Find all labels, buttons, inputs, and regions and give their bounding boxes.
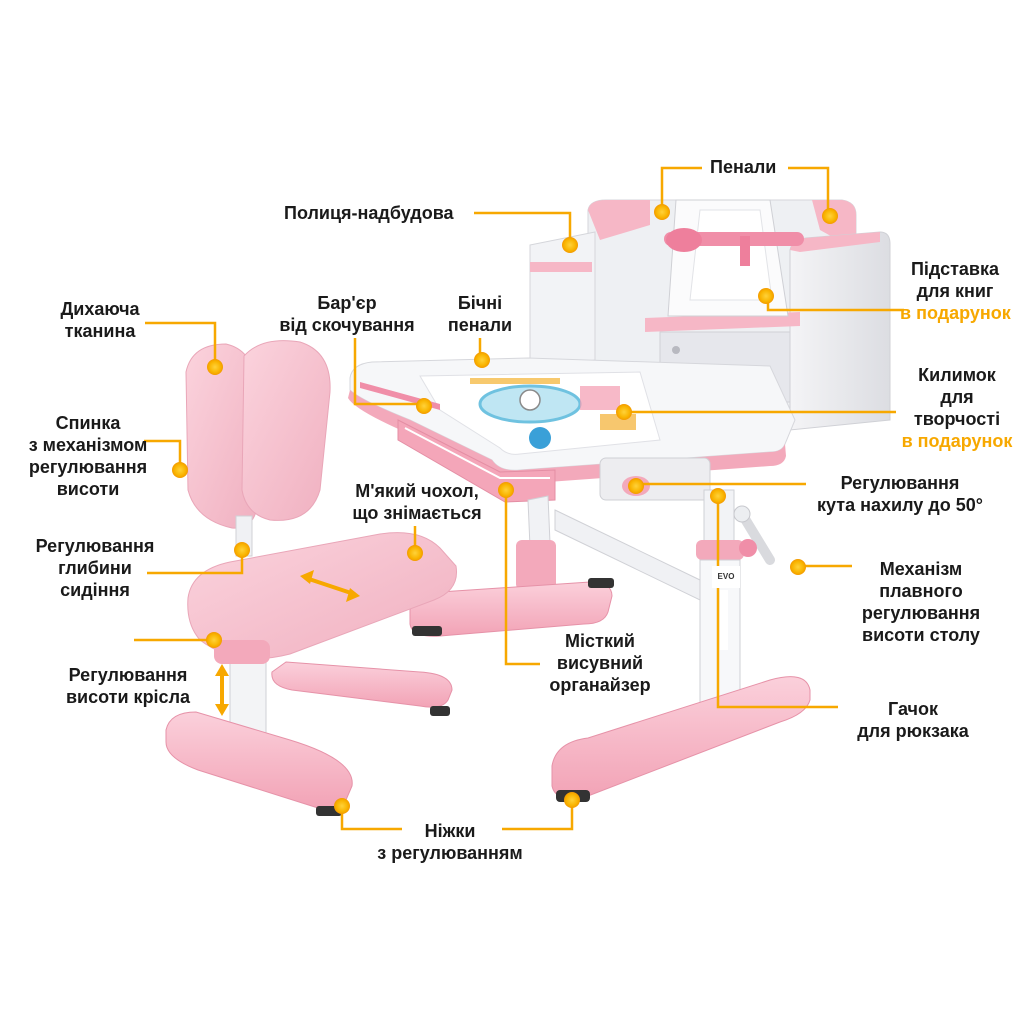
middle-shelf: [645, 312, 800, 332]
line-shelf: [474, 211, 572, 244]
label-breathing-fabric: Дихаюча тканина: [60, 299, 140, 341]
label-tilt-adjust: Регулювання кута нахилу до 50°: [817, 473, 983, 515]
label-seat-depth: Регулювання глибини сидіння: [35, 536, 155, 600]
mat-planet: [529, 427, 551, 449]
dot-seat-depth: [234, 542, 250, 558]
dot-side-cases: [474, 352, 490, 368]
dot-hook: [710, 488, 726, 504]
dot-legs-left: [334, 798, 350, 814]
dot-chair-height: [206, 632, 222, 648]
chair-front-foot: [165, 711, 353, 810]
callout-dots: [172, 204, 838, 814]
cubby-knob: [672, 346, 680, 354]
hutch-pink-edge: [588, 200, 650, 240]
seat-depth-arrow-icon: [300, 570, 360, 602]
organizer-edge: [404, 427, 550, 479]
label-creative-mat: Килимок для творчості в подарунок: [898, 364, 1016, 452]
dot-pencil-right: [822, 208, 838, 224]
line-backrest: [144, 439, 182, 468]
tilt-mechanism: [599, 457, 711, 501]
dot-breathing: [207, 359, 223, 375]
book-stand-clip-left: [666, 228, 702, 252]
line-pencil-cases-right: [788, 166, 830, 214]
label-height-mechanism: Механізм плавного регулювання висоти сто…: [861, 559, 981, 645]
dot-legs-right: [564, 792, 580, 808]
line-barrier: [353, 338, 424, 406]
line-legs-right: [502, 800, 574, 831]
dot-height-mech: [790, 559, 806, 575]
dot-mat: [616, 404, 632, 420]
desk-left-leg-cover: [516, 540, 556, 590]
line-organizer: [504, 490, 540, 666]
dot-book-stand: [758, 288, 774, 304]
height-scale: [720, 590, 728, 650]
crank-handle: [737, 509, 775, 565]
left-shelf-board: [530, 262, 592, 272]
label-shelf-top: Полиця-надбудова: [284, 203, 454, 223]
book-stand-pages: [689, 209, 773, 301]
gift-badge-book-stand: в подарунок: [900, 303, 1011, 323]
label-book-stand: Підставка для книг в подарунок: [900, 259, 1011, 323]
right-panel-pink-top: [790, 232, 880, 252]
desk-left-foot-pad-1: [412, 626, 442, 636]
mat-character: [519, 389, 541, 411]
dot-organizer: [498, 482, 514, 498]
left-shelf-side: [529, 231, 596, 371]
mat-stripe-1: [470, 378, 560, 384]
line-breathing: [145, 321, 217, 366]
label-hook: Гачок для рюкзака: [857, 699, 969, 741]
line-pencil-cases-left: [660, 166, 702, 210]
dot-barrier: [416, 398, 432, 414]
dot-pencil-left: [654, 204, 670, 220]
label-removable-cover: М'який чохол, що знімається: [352, 481, 482, 523]
label-pencil-cases: Пенали: [710, 157, 777, 177]
label-backrest: Спинка з механізмом регулювання висоти: [28, 413, 148, 499]
label-side-cases: Бічні пенали: [447, 293, 513, 335]
mat-figure: [580, 386, 620, 410]
label-chair-height: Регулювання висоти крісла: [65, 665, 191, 707]
dot-cover: [407, 545, 423, 561]
gift-badge-mat: в подарунок: [901, 431, 1013, 451]
desk-right-leg-collar: [696, 540, 744, 560]
chair-height-arrow-icon: [215, 664, 229, 716]
right-side-panel: [789, 231, 891, 431]
chair-rear-foot-pad: [430, 706, 450, 716]
chair-column-collar: [214, 640, 270, 664]
crank-knob: [739, 539, 757, 557]
desk: [348, 199, 891, 802]
label-organizer: Місткий висувний органайзер: [549, 631, 651, 695]
callout-lines: [134, 166, 904, 831]
dot-backrest: [172, 462, 188, 478]
organizer-drawer: [397, 419, 556, 503]
label-legs: Ніжки з регулюванням: [377, 821, 523, 863]
backrest-right-pad: [241, 340, 331, 521]
crank-pivot: [733, 505, 751, 523]
brand-logo: EVO: [712, 566, 740, 588]
dot-tilt: [628, 478, 644, 494]
chair-rear-foot: [271, 661, 453, 708]
dot-shelf: [562, 237, 578, 253]
book-stand-clip-right: [740, 236, 750, 266]
label-anti-roll-barrier: Бар'єр від скочування: [279, 293, 415, 335]
desk-left-foot-pad-2: [588, 578, 614, 588]
